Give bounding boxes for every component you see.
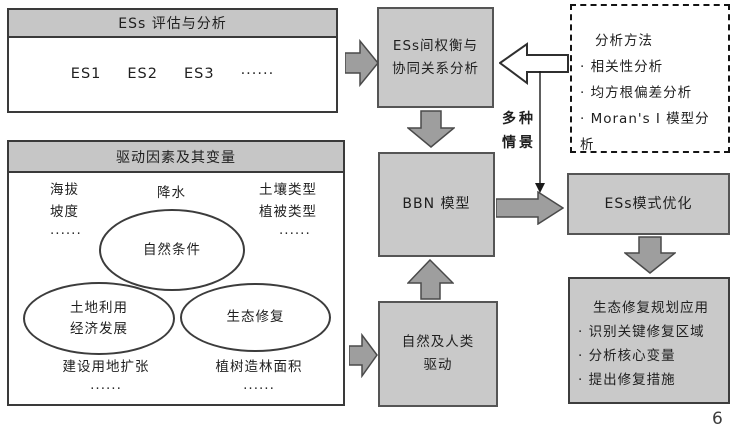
multi-scenario-label: 多种 情景 — [502, 111, 536, 151]
analysis-methods-title: 分析方法 — [595, 33, 653, 49]
ecological-restoration-ellipse: 生态修复 — [180, 283, 331, 352]
natural-conditions-ellipse: 自然条件 — [99, 209, 245, 291]
precipitation-label: 降水 — [157, 185, 186, 201]
page-number: 6 — [712, 409, 723, 429]
arrow-human-to-bbn-icon — [407, 259, 454, 300]
natural-human-driver-box: 自然及人类 驱动 — [378, 301, 498, 407]
es-item-3: ES3 — [183, 65, 215, 82]
method-item-rmsd: · 均方根偏差分析 — [580, 85, 693, 101]
restoration-planning-box: 生态修复规划应用 · 识别关键修复区域 · 分析核心变量 · 提出修复措施 — [568, 277, 730, 404]
ess-evaluation-box-title: ESs 评估与分析 — [9, 10, 336, 38]
arrow-eval-to-tradeoff-icon — [345, 39, 378, 87]
arrow-tradeoff-to-bbn-icon — [407, 110, 455, 148]
arrow-methods-to-tradeoff-icon — [499, 42, 569, 85]
apply-item-core-variables: · 分析核心变量 — [578, 348, 676, 364]
method-item-correlation: · 相关性分析 — [580, 59, 664, 75]
driving-factors-box: 驱动因素及其变量 海拔 坡度 ······ 降水 土壤类型 植被类型 ·····… — [7, 140, 345, 406]
es-item-1: ES1 — [70, 65, 102, 82]
analysis-methods-box: 分析方法 · 相关性分析 · 均方根偏差分析 · Moran's I 模型分析 — [570, 4, 730, 153]
bbn-model-box: BBN 模型 — [378, 152, 495, 257]
es-items-row: ES1 ES2 ES3 ······ — [9, 38, 336, 109]
elevation-slope-label: 海拔 坡度 ······ — [50, 182, 82, 242]
apply-item-key-areas: · 识别关键修复区域 — [578, 324, 705, 340]
construction-land-label: 建设用地扩张 ······ — [62, 359, 150, 397]
driving-factors-box-title: 驱动因素及其变量 — [9, 142, 343, 173]
tradeoff-synergy-box: ESs间权衡与 协同关系分析 — [377, 7, 494, 108]
es-item-2: ES2 — [127, 65, 158, 82]
afforestation-area-label: 植树造林面积 ······ — [215, 359, 303, 397]
soil-vegetation-label: 土壤类型 植被类型 ······ — [259, 182, 317, 242]
method-item-morans-i: · Moran's I 模型分析 — [580, 111, 710, 153]
land-use-economy-ellipse: 土地利用 经济发展 — [23, 282, 175, 355]
restoration-planning-title: 生态修复规划应用 — [593, 300, 709, 316]
arrow-drivers-to-human-icon — [349, 333, 378, 378]
ess-pattern-optimization-box: ESs模式优化 — [567, 173, 730, 235]
arrow-optimization-to-planning-icon — [624, 236, 676, 274]
scenario-connector-line — [535, 71, 545, 193]
apply-item-measures: · 提出修复措施 — [578, 372, 676, 388]
ess-evaluation-box: ESs 评估与分析 ES1 ES2 ES3 ······ — [7, 8, 338, 113]
es-items-ellipsis: ······ — [240, 65, 275, 82]
arrow-bbn-to-optimization-icon — [496, 191, 564, 225]
